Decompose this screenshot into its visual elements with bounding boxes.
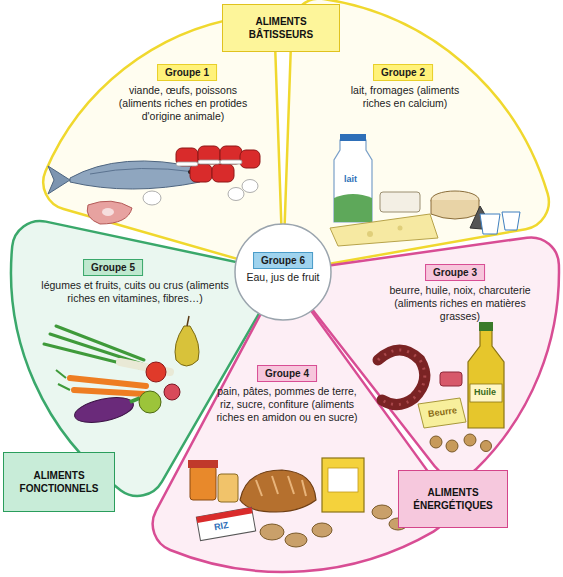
package-label: Huile [474, 387, 496, 397]
category-label: ALIMENTS BÂTISSEURS [228, 15, 334, 41]
fish-meat-eggs [48, 146, 260, 224]
sector-outline [283, 237, 559, 477]
category-box: ALIMENTS ÉNERGÉTIQUES [398, 470, 508, 528]
package-label: lait [344, 174, 357, 184]
group-description: Eau, jus de fruit [242, 271, 324, 284]
sector-outline [283, 0, 549, 272]
category-label: ALIMENTS ÉNERGÉTIQUES [404, 486, 502, 512]
group-description: beurre, huile, noix, charcuterie (alimen… [380, 284, 540, 323]
sector-outline [43, 17, 283, 272]
group-circle: Groupe 6 Eau, jus de fruit [235, 224, 331, 320]
milk-cheese [330, 134, 520, 246]
group-description: lait, fromages (aliments riches en calci… [345, 84, 465, 110]
group-heading: Groupe 3 [425, 264, 485, 281]
group-description: pain, pâtes, pommes de terre, riz, sucre… [212, 385, 362, 424]
group-heading: Groupe 1 [157, 64, 217, 81]
vegetables-fruits [44, 316, 199, 427]
starches [188, 458, 407, 547]
group-description: légumes et fruits, cuits ou crus (alimen… [30, 279, 240, 305]
group-description: viande, œufs, poissons (aliments riches … [108, 84, 258, 123]
group-heading: Groupe 5 [83, 259, 143, 276]
category-box: ALIMENTS BÂTISSEURS [222, 4, 340, 52]
group-heading: Groupe 2 [373, 64, 433, 81]
category-box: ALIMENTS FONCTIONNELS [3, 452, 115, 512]
category-label: ALIMENTS FONCTIONNELS [9, 469, 109, 495]
group-heading: Groupe 6 [253, 252, 313, 269]
fats [378, 322, 504, 452]
circle-outline [235, 224, 331, 320]
group-heading: Groupe 4 [257, 365, 317, 382]
